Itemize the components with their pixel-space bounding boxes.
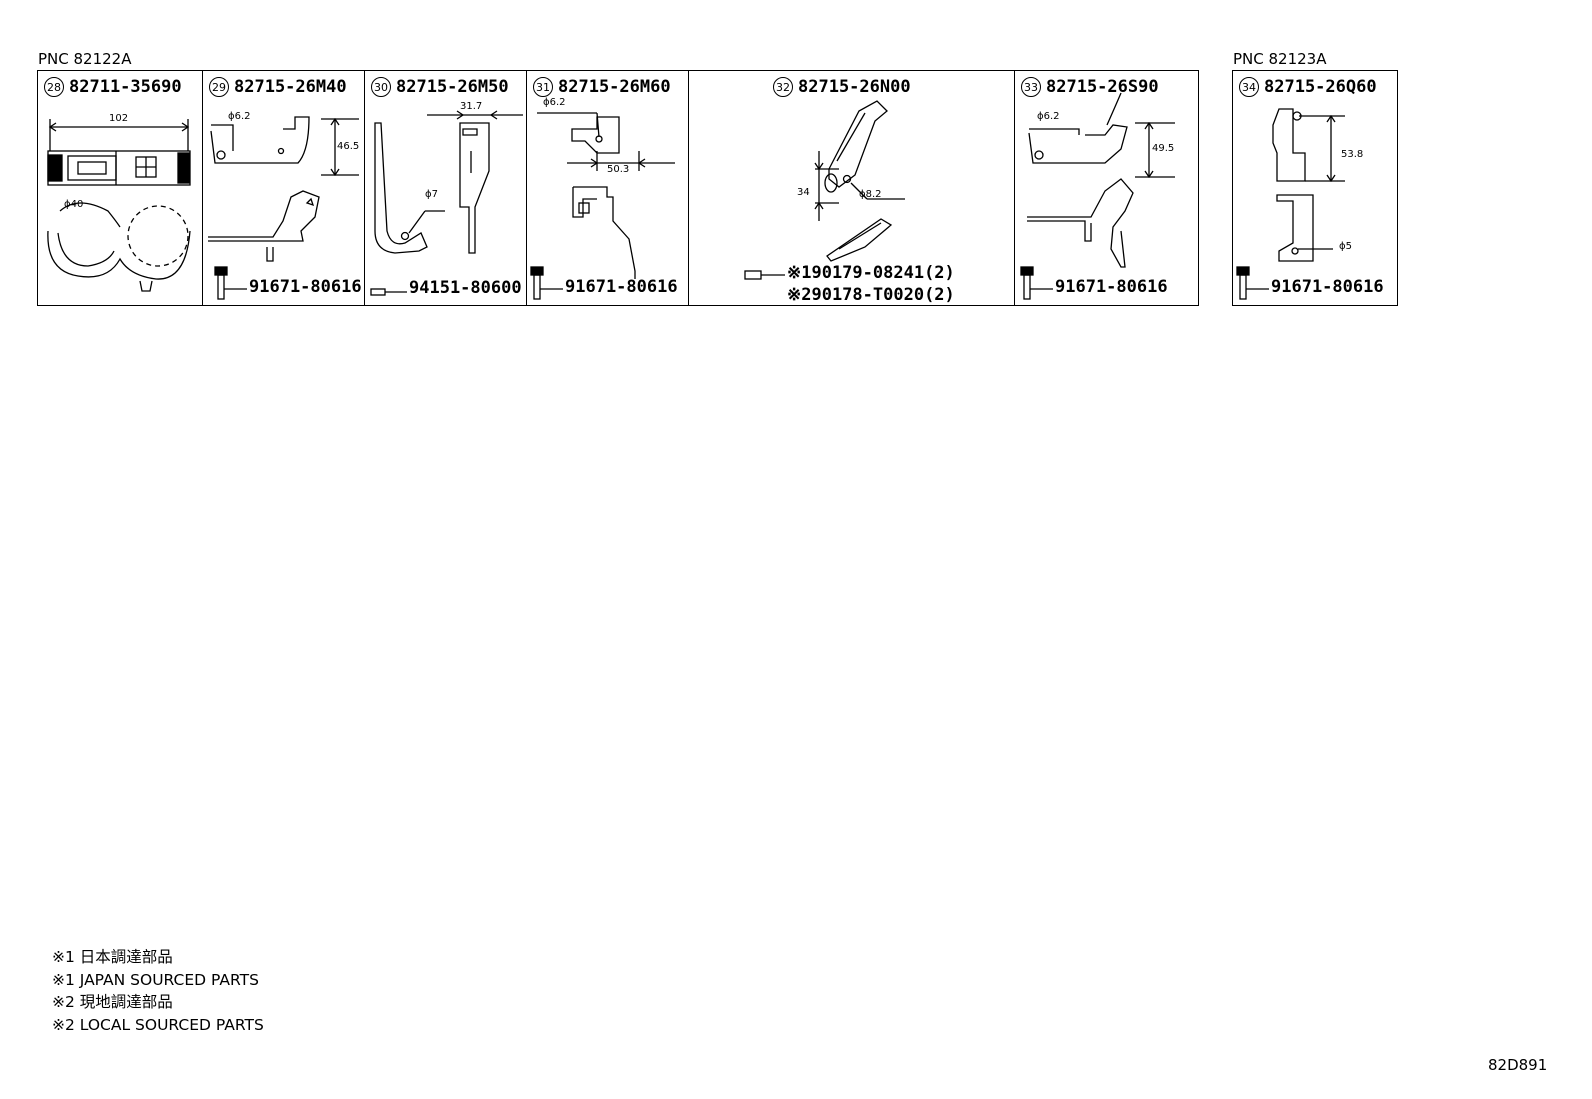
sub-part-32-a: ※190179-08241(2) [787, 263, 955, 283]
dim-29-height: 46.5 [337, 141, 360, 152]
dim-31-width: 50.3 [607, 164, 630, 175]
diagram-code: 82D891 [1488, 1056, 1548, 1074]
dim-28-diameter: ϕ40 [64, 199, 84, 210]
callout-33: 33 [1021, 77, 1041, 97]
dim-28-length: 102 [109, 113, 129, 124]
sub-part-32-b: ※290178-T0020(2) [787, 285, 955, 305]
dim-34-height: 53.8 [1341, 149, 1364, 160]
sub-part-30: 94151-80600 [409, 278, 522, 298]
note-japan-en: ※1 JAPAN SOURCED PARTS [52, 970, 259, 989]
callout-32: 32 [773, 77, 793, 97]
pnc-label-82123a: PNC 82123A [1233, 50, 1327, 68]
part-number-28: 82711-35690 [69, 77, 182, 97]
part-number-34: 82715-26Q60 [1264, 77, 1377, 97]
part-31-drawing [530, 112, 675, 300]
part-34-drawing [1236, 108, 1345, 300]
note-local-jp: ※2 現地調達部品 [52, 993, 173, 1011]
callout-31: 31 [533, 77, 553, 97]
part-32-drawing [744, 100, 905, 280]
part-29-drawing [208, 116, 359, 300]
dim-33-hole: ϕ6.2 [1037, 111, 1060, 122]
part-30-drawing [370, 110, 523, 296]
dim-33-height: 49.5 [1152, 143, 1175, 154]
dim-31-hole: ϕ6.2 [543, 97, 566, 108]
dim-30-hole: ϕ7 [425, 189, 438, 200]
note-local-en: ※2 LOCAL SOURCED PARTS [52, 1015, 264, 1034]
dim-29-hole: ϕ6.2 [228, 111, 251, 122]
sub-part-34: 91671-80616 [1271, 277, 1384, 297]
callout-28: 28 [44, 77, 64, 97]
part-number-33: 82715-26S90 [1046, 77, 1159, 97]
note-japan-jp: ※1 日本調達部品 [52, 948, 173, 966]
callout-29: 29 [209, 77, 229, 97]
part-number-29: 82715-26M40 [234, 77, 347, 97]
sub-part-33: 91671-80616 [1055, 277, 1168, 297]
dim-34-hole: ϕ5 [1339, 241, 1352, 252]
sub-part-31: 91671-80616 [565, 277, 678, 297]
callout-30: 30 [371, 77, 391, 97]
dim-32-height: 34 [797, 187, 810, 198]
dim-30-width: 31.7 [460, 101, 483, 112]
part-number-30: 82715-26M50 [396, 77, 509, 97]
dim-32-hole: ϕ8.2 [859, 189, 882, 200]
callout-34: 34 [1239, 77, 1259, 97]
sub-part-29: 91671-80616 [249, 277, 362, 297]
sourcing-notes: ※1 日本調達部品 ※1 JAPAN SOURCED PARTS ※2 現地調達… [52, 946, 264, 1036]
part-33-drawing [1020, 92, 1175, 300]
part-number-31: 82715-26M60 [558, 77, 671, 97]
part-28-drawing [47, 119, 191, 292]
part-number-32: 82715-26N00 [798, 77, 911, 97]
pnc-label-82122a: PNC 82122A [38, 50, 132, 68]
